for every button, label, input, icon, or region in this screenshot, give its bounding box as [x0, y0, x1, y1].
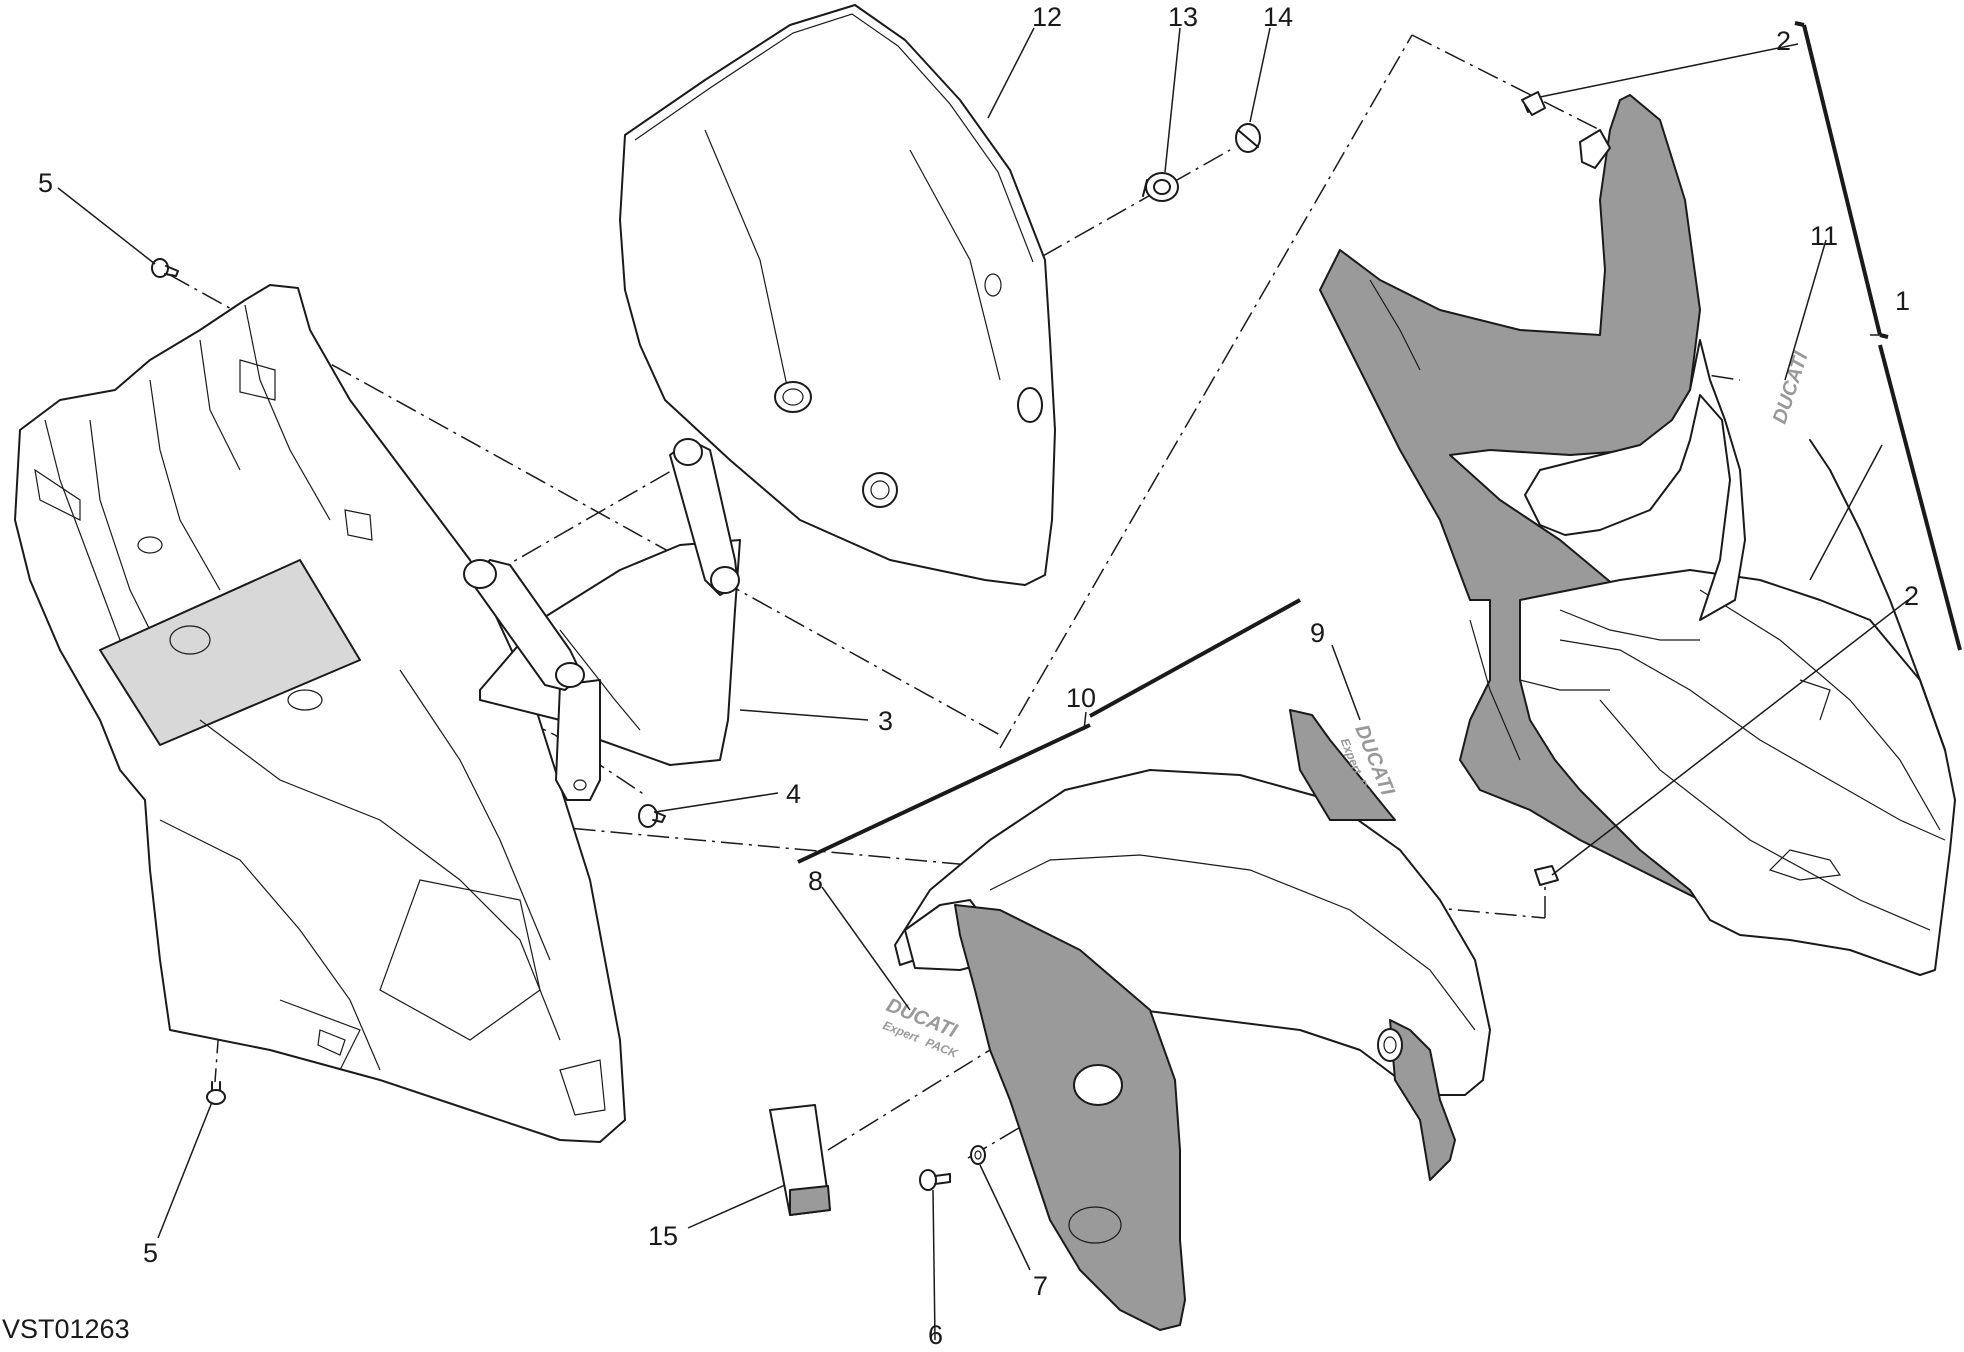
brace-1 [1794, 21, 1962, 651]
callout-5-top: 5 [38, 168, 53, 198]
grommet-13 [1142, 172, 1179, 202]
brace-10 [797, 598, 1301, 864]
callout-9: 9 [1310, 618, 1325, 648]
callout-4: 4 [786, 779, 801, 809]
callout-14: 14 [1263, 2, 1293, 32]
callout-5-bottom: 5 [143, 1238, 158, 1268]
diagram-code: VST01263 [2, 1314, 130, 1344]
callout-13: 13 [1168, 2, 1198, 32]
decal-8-text-c: PACK [923, 1035, 960, 1061]
callout-1: 1 [1895, 286, 1910, 316]
callout-6: 6 [928, 1320, 943, 1350]
callout-10: 10 [1066, 683, 1096, 713]
clip-2-bottom [1534, 865, 1559, 886]
screw-6 [919, 1169, 951, 1191]
decal-8: DUCATI Expert PACK [881, 994, 961, 1061]
callout-11: 11 [1810, 221, 1838, 251]
callout-15: 15 [648, 1221, 678, 1251]
callout-12: 12 [1032, 2, 1062, 32]
clip-2-top [1521, 91, 1546, 116]
callout-2-bottom: 2 [1904, 581, 1919, 611]
callout-3: 3 [878, 706, 893, 736]
callout-2-top: 2 [1776, 26, 1791, 56]
callout-8: 8 [808, 866, 823, 896]
headlight-cowl [1319, 94, 1956, 976]
headlight-fairing-inner [14, 284, 626, 1143]
nut-14 [1235, 123, 1261, 153]
mudguard-side-panel [954, 904, 1186, 1331]
washer-7 [970, 1145, 986, 1165]
reflector-15 [769, 1104, 831, 1216]
windscreen-bracket [463, 438, 741, 801]
callout-7: 7 [1033, 1271, 1048, 1301]
callouts: 1 2 2 3 4 5 5 6 7 8 9 10 11 12 13 14 15 [38, 2, 1919, 1350]
front-mudguard [894, 709, 1491, 1181]
screw-4 [638, 804, 666, 828]
screw-5-bottom [206, 1081, 226, 1105]
screw-5-top [151, 258, 179, 278]
windscreen [619, 4, 1056, 586]
leader-lines [57, 27, 1909, 1341]
